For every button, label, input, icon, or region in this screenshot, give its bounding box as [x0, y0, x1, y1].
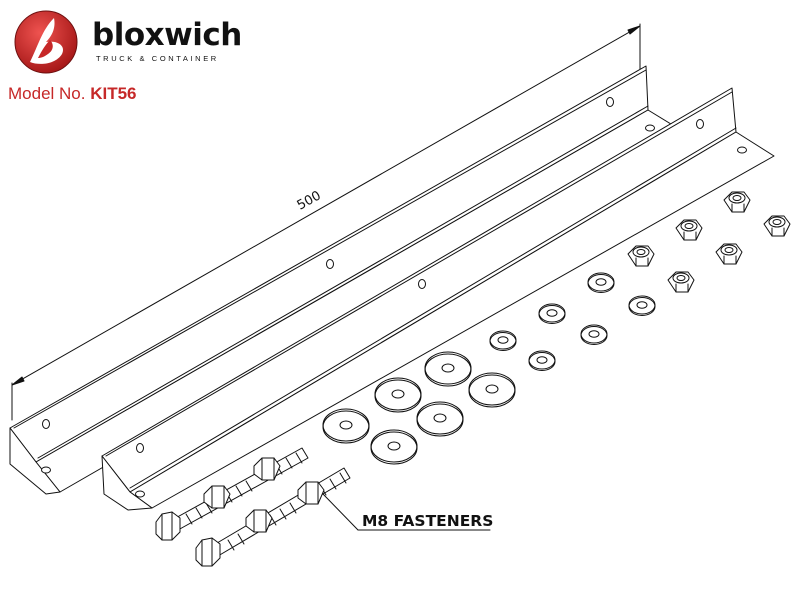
small-washer — [587, 272, 615, 293]
small-washer — [489, 330, 517, 351]
small-washer — [538, 303, 566, 324]
nyloc-nut — [763, 215, 791, 237]
small-washer — [580, 324, 608, 345]
nyloc-nut — [723, 191, 751, 213]
bolt — [195, 467, 351, 567]
large-washer — [374, 377, 422, 413]
nyloc-nuts — [627, 191, 791, 293]
callout-leader — [322, 493, 491, 531]
bolt — [155, 447, 309, 541]
model-number-value: KIT56 — [90, 84, 137, 103]
fasteners-callout-label: M8 FASTENERS — [362, 512, 493, 530]
brand-logo: bloxwich TRUCK & CONTAINER — [8, 6, 248, 76]
nyloc-nut — [627, 245, 655, 267]
nyloc-nut — [675, 219, 703, 241]
brand-tagline: TRUCK & CONTAINER — [96, 54, 219, 63]
nyloc-nut — [715, 243, 743, 265]
large-washer — [416, 401, 464, 437]
large-washers — [322, 351, 516, 465]
large-washer — [468, 372, 516, 408]
model-number: Model No. KIT56 — [8, 84, 137, 104]
bloxwich-logo-icon — [14, 10, 78, 74]
brand-name: bloxwich — [92, 17, 242, 53]
small-washers — [489, 272, 656, 371]
nyloc-nut — [667, 271, 695, 293]
large-washer — [322, 408, 370, 444]
angle-bar-front — [101, 87, 775, 511]
angle-bar-back — [9, 65, 685, 495]
dimension-line — [11, 23, 641, 421]
large-washer — [370, 429, 418, 465]
small-washer — [628, 295, 656, 316]
large-washer — [424, 351, 472, 387]
small-washer — [528, 350, 556, 371]
model-number-label: Model No. — [8, 84, 86, 103]
